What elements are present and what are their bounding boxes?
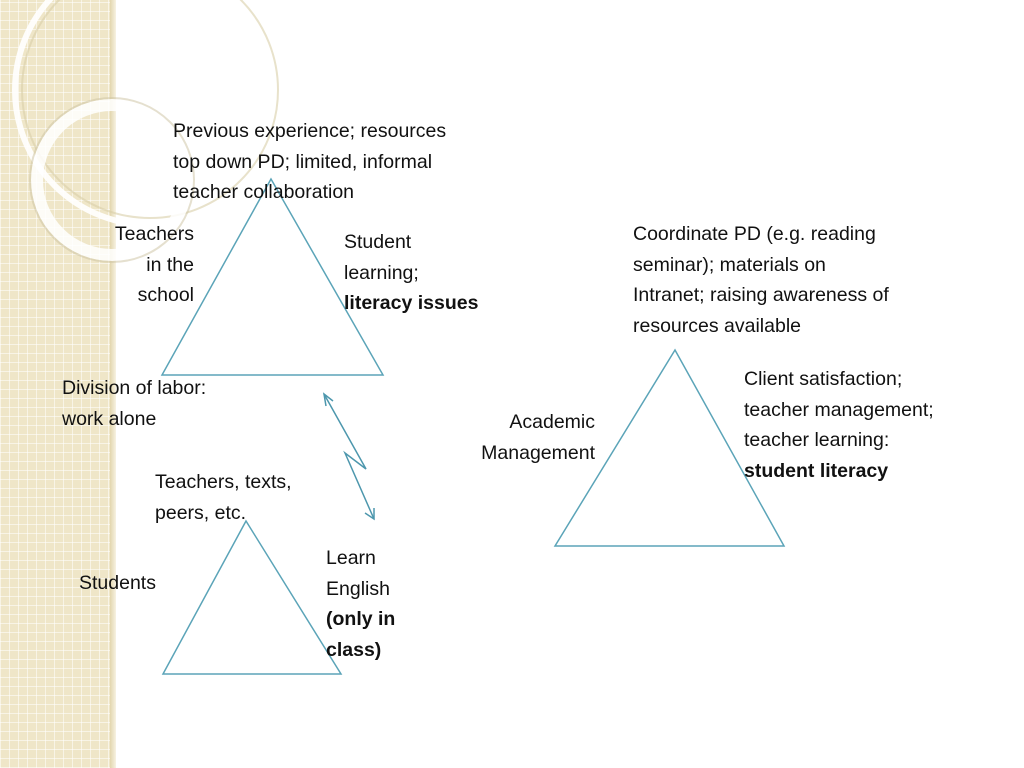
students-triangle: [161, 519, 343, 675]
deco-circle-large: [12, 0, 288, 228]
management-subject-label: Academic Management: [481, 411, 595, 464]
deco-circle-large-shadow: [21, 0, 279, 219]
students-tools-label: Teachers, texts, peers, etc.: [155, 471, 292, 524]
management-object-text: Client satisfaction; teacher management;…: [744, 368, 934, 452]
division-of-labor-label: Division of labor: work alone: [62, 377, 207, 430]
management-object-bold: student literacy: [744, 460, 889, 483]
students-object-label: Learn English (only in class): [326, 543, 395, 666]
teachers-object-text: Student learning;: [344, 231, 419, 284]
teachers-tools-label: Previous experience; resources top down …: [173, 120, 447, 204]
management-tools-label: Coordinate PD (e.g. reading seminar); ma…: [633, 223, 889, 338]
management-object-label: Client satisfaction; teacher management;…: [744, 364, 934, 487]
teachers-triangle: [160, 177, 385, 376]
students-subject-label: Students: [79, 572, 156, 594]
teachers-subject-label: Teachers in the school: [114, 223, 194, 307]
deco-circle-small-shadow: [29, 97, 195, 263]
sidebar-edge: [110, 0, 116, 768]
arrow-head-bottom: [364, 508, 375, 521]
teachers-object-bold: literacy issues: [344, 292, 479, 315]
tension-lightning-arrow: [323, 393, 375, 520]
arrow-head-top: [322, 392, 334, 407]
students-object-text: Learn English: [326, 547, 390, 600]
teachers-object-label: Student learning; literacy issues: [344, 227, 478, 319]
students-object-bold: (only in class): [326, 608, 396, 662]
deco-circle-small: [31, 99, 193, 261]
management-triangle: [553, 348, 786, 547]
